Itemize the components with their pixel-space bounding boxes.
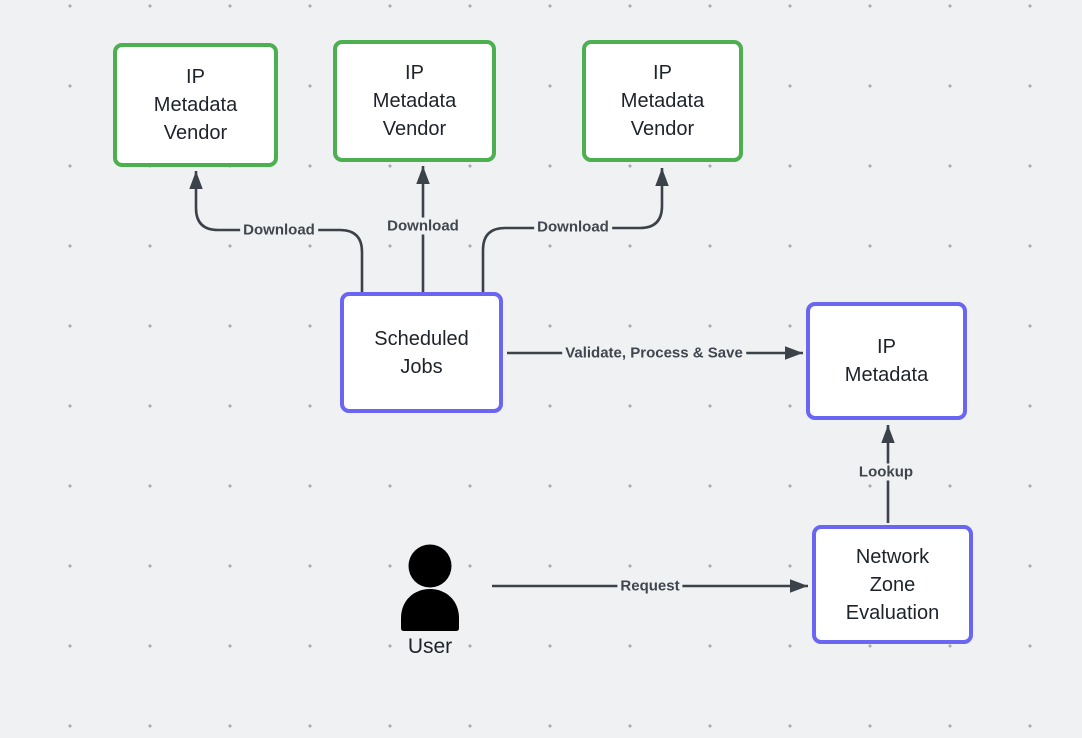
- node-label: Scheduled Jobs: [374, 327, 469, 378]
- node-ip-metadata-vendor-3[interactable]: IP Metadata Vendor: [582, 40, 743, 162]
- edge-label-validate-process-save: Validate, Process & Save: [562, 344, 746, 362]
- edge-label-download-1: Download: [240, 221, 318, 239]
- node-ip-metadata-vendor-2[interactable]: IP Metadata Vendor: [333, 40, 496, 162]
- actor-label: User: [407, 635, 453, 658]
- edge-label-lookup: Lookup: [855, 463, 917, 481]
- node-label: IP Metadata Vendor: [620, 62, 705, 140]
- node-user[interactable]: User: [392, 543, 468, 659]
- node-label: IP Metadata Vendor: [153, 66, 238, 144]
- node-label: Network Zone Evaluation: [845, 545, 940, 624]
- node-label: IP Metadata: [844, 336, 929, 386]
- node-ip-metadata[interactable]: IP Metadata: [806, 302, 967, 420]
- node-scheduled-jobs[interactable]: Scheduled Jobs: [340, 292, 503, 413]
- edge-label-request: Request: [617, 577, 683, 595]
- node-ip-metadata-vendor-1[interactable]: IP Metadata Vendor: [113, 43, 278, 167]
- person-icon: [401, 544, 459, 631]
- edge-label-download-2: Download: [384, 217, 462, 235]
- node-label: IP Metadata Vendor: [372, 62, 457, 140]
- edge-label-download-3: Download: [534, 218, 612, 236]
- node-network-zone-evaluation[interactable]: Network Zone Evaluation: [812, 525, 973, 644]
